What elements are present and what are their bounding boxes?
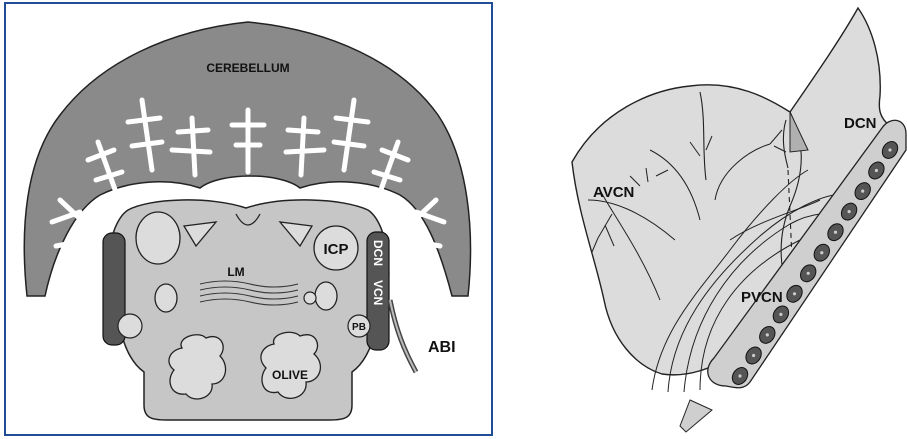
electrode-contact-center [779,313,782,316]
left-upper-oval [136,212,180,264]
electrode-contact-center [820,251,823,254]
electrode-contact-center [888,148,891,151]
pb-label: PB [352,322,366,333]
avcn-label: AVCN [593,184,634,201]
electrode-contact-center [752,354,755,357]
left-lateral-oval [155,284,177,312]
electrode-contact-center [861,190,864,193]
electrode-contact-center [834,231,837,234]
right-lateral-oval [315,282,337,310]
olive-label: OLIVE [272,368,308,382]
dcn-vertical-label: DCN [371,240,385,266]
pvcn-label: PVCN [741,289,783,306]
cerebellum-label: CEREBELLUM [206,61,289,75]
dcn-label: DCN [844,115,877,132]
electrode-contact-center [807,272,810,275]
vcn-vertical-label: VCN [371,280,385,305]
electrode-contact-center [848,210,851,213]
lm-label: LM [227,265,244,279]
abi-label: ABI [428,339,456,356]
icp-label: ICP [323,241,348,258]
electrode-lead [680,400,712,432]
electrode-contact-center [793,292,796,295]
right-small-circle [304,292,316,304]
electrode-contact-center [738,374,741,377]
left-lower-circle [118,314,142,338]
brainstem-cross-section-panel: ICP LM DCN VCN PB ABI OLIVE CER [5,3,492,435]
electrode-contact-center [766,333,769,336]
cochlear-nucleus-panel: AVCN PVCN DCN [572,8,906,432]
electrode-contact-center [875,169,878,172]
